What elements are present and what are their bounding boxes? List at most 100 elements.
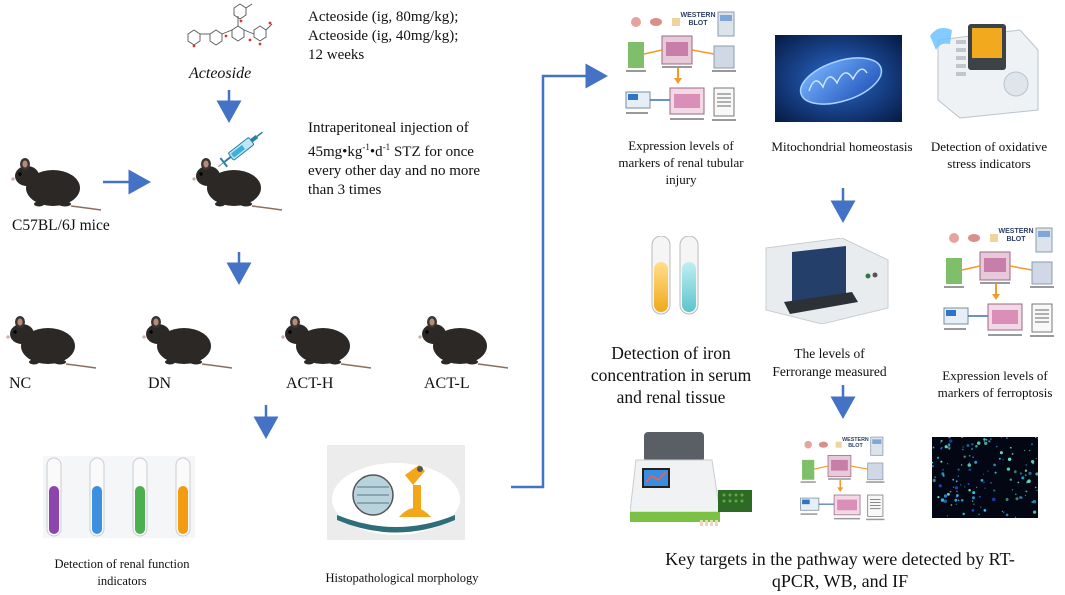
if-signal-dot (1001, 510, 1004, 513)
pcr-machine-image (630, 428, 760, 528)
if-signal-dot (1034, 486, 1037, 489)
renal-function-line-2: indicators (97, 574, 147, 588)
if-signal-dot (1035, 437, 1037, 439)
mouse-injected (190, 150, 283, 212)
group-label-dn: DN (148, 375, 172, 392)
if-signal-dot (980, 479, 984, 482)
if-signal-dot (1021, 476, 1025, 480)
syringe-icon (218, 128, 268, 168)
if-signal-dot (968, 454, 971, 457)
western-blot-diagram-3: WESTERN BLOT (790, 434, 895, 524)
if-signal-dot (1006, 467, 1011, 471)
if-signal-dot (968, 489, 971, 492)
injection-sup-1: -1 (362, 142, 370, 152)
if-signal-dot (948, 437, 951, 439)
blot-header-2: BLOT (688, 20, 708, 27)
if-signal-dot (942, 474, 945, 477)
injection-text: Intraperitoneal injection of 45mg•kg-1•d… (308, 119, 538, 200)
blot-header-2: BLOT (848, 443, 863, 449)
mouse-group-dn (140, 308, 233, 370)
if-signal-dot (1009, 446, 1012, 449)
if-signal-dot (1006, 437, 1008, 439)
if-signal-dot (978, 495, 981, 498)
if-signal-dot (1014, 516, 1017, 518)
tube-liquid-1 (49, 486, 59, 534)
if-signal-dot (998, 457, 1001, 460)
if-signal-dot (1024, 474, 1027, 476)
if-signal-dot (955, 480, 958, 483)
if-signal-dot (1002, 511, 1005, 514)
if-signal-dot (994, 471, 997, 474)
ferroptosis-line-1: Expression levels of (942, 368, 1048, 383)
renal-function-label: Detection of renal function indicators (22, 556, 222, 590)
if-signal-dot (956, 494, 959, 497)
if-signal-dot (949, 490, 952, 493)
injection-sup-2: -1 (382, 142, 391, 152)
microscope-image (327, 445, 465, 540)
if-signal-dot (1024, 450, 1026, 451)
blot-header-1: WESTERN (842, 437, 869, 443)
if-signal-dot (984, 487, 986, 489)
oxidative-analyzer-image (930, 10, 1042, 122)
if-signal-dot (944, 445, 948, 449)
group-label-actl: ACT-L (424, 375, 470, 392)
if-signal-dot (940, 498, 945, 502)
if-signal-dot (1000, 437, 1002, 439)
if-signal-dot (952, 478, 955, 481)
key-targets-label: Key targets in the pathway were detected… (640, 548, 1040, 592)
if-signal-dot (950, 504, 953, 506)
if-signal-dot (1026, 480, 1029, 484)
dose-line-1: Acteoside (ig, 80mg/kg); (308, 9, 459, 25)
if-signal-dot (1032, 510, 1037, 514)
dose-line-3: 12 weeks (308, 47, 365, 63)
if-signal-dot (1024, 469, 1028, 472)
if-signal-dot (962, 446, 964, 448)
if-signal-dot (936, 456, 940, 459)
key-targets-line-2: qPCR, WB, and IF (771, 571, 909, 591)
if-signal-dot (1037, 437, 1038, 439)
if-signal-dot (983, 509, 987, 512)
if-signal-dot (1035, 457, 1037, 459)
if-signal-dot (971, 500, 974, 502)
if-signal-dot (1015, 497, 1019, 501)
injection-line-4: than 3 times (308, 182, 382, 198)
tubular-injury-label: Expression levels of markers of renal tu… (596, 137, 766, 188)
if-signal-dot (1005, 498, 1009, 501)
ferrorange-line-2: Ferrorange measured (772, 364, 887, 379)
if-signal-dot (983, 438, 986, 441)
if-signal-dot (946, 515, 949, 517)
if-signal-dot (974, 460, 978, 464)
tube-liquid-3 (135, 486, 145, 534)
oxidative-line-2: stress indicators (947, 156, 1031, 171)
oxidative-line-1: Detection of oxidative (930, 139, 1048, 154)
if-signal-dot (972, 491, 976, 495)
ferroptosis-line-2: markers of ferroptosis (937, 385, 1053, 400)
blot-header-1: WESTERN (999, 228, 1034, 235)
if-signal-dot (960, 464, 963, 466)
if-signal-dot (1009, 478, 1012, 481)
if-signal-dot (932, 478, 936, 483)
test-tubes-image (43, 456, 195, 538)
key-targets-line-1: Key targets in the pathway were detected… (665, 549, 1015, 569)
if-signal-dot (954, 498, 958, 502)
acteoside-label: Acteoside (189, 65, 252, 82)
if-signal-dot (973, 503, 975, 505)
mitochondria-image (775, 35, 902, 122)
if-signal-dot (1031, 443, 1033, 446)
dose-line-2: Acteoside (ig, 40mg/kg); (308, 28, 459, 44)
blot-header-1: WESTERN (681, 12, 716, 19)
if-signal-dot (975, 445, 978, 448)
if-signal-dot (983, 440, 986, 443)
if-signal-dot (1025, 490, 1028, 493)
group-label-nc: NC (9, 375, 32, 392)
if-signal-dot (944, 494, 948, 497)
blot-header-2: BLOT (1006, 236, 1026, 243)
if-signal-dot (976, 441, 981, 445)
if-signal-dot (1024, 494, 1027, 497)
if-signal-dot (972, 456, 975, 459)
if-signal-dot (1030, 459, 1035, 464)
mouse-group-actl (416, 308, 509, 370)
if-signal-dot (1014, 493, 1017, 496)
if-signal-dot (1013, 470, 1017, 474)
if-signal-dot (954, 486, 959, 490)
